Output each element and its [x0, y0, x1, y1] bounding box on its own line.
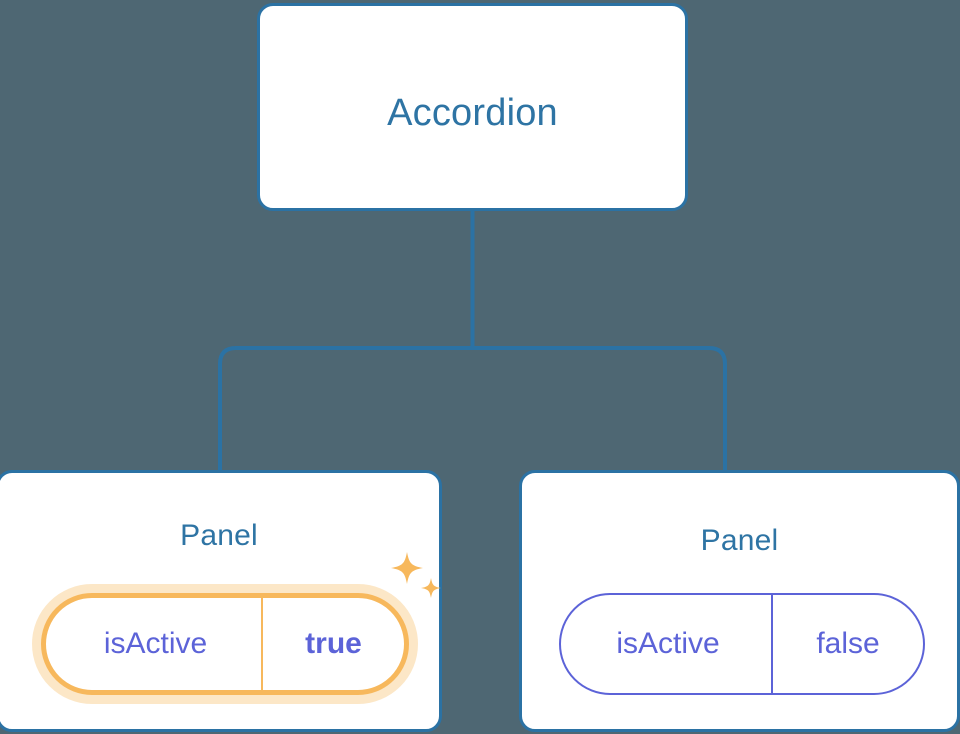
node-panel-active[interactable]: Panel isActive true: [0, 470, 442, 732]
prop-key-label: isActive: [46, 598, 263, 690]
node-panel-active-title: Panel: [180, 519, 258, 552]
node-accordion-title: Accordion: [387, 92, 558, 134]
node-accordion[interactable]: Accordion: [257, 3, 688, 211]
node-panel-inactive-title: Panel: [700, 524, 779, 557]
node-panel-inactive[interactable]: Panel isActive false: [519, 470, 960, 732]
sparkle-small-icon: [421, 578, 441, 598]
sparkle-large-icon: [391, 552, 423, 584]
prop-pill-isactive-false[interactable]: isActive false: [559, 593, 925, 695]
prop-value-label: true: [305, 627, 362, 660]
prop-value-label: false: [816, 627, 880, 660]
connector-child-bus: [218, 346, 727, 470]
prop-pill-isactive-true[interactable]: isActive true: [41, 593, 409, 695]
prop-key-label: isActive: [561, 595, 773, 693]
